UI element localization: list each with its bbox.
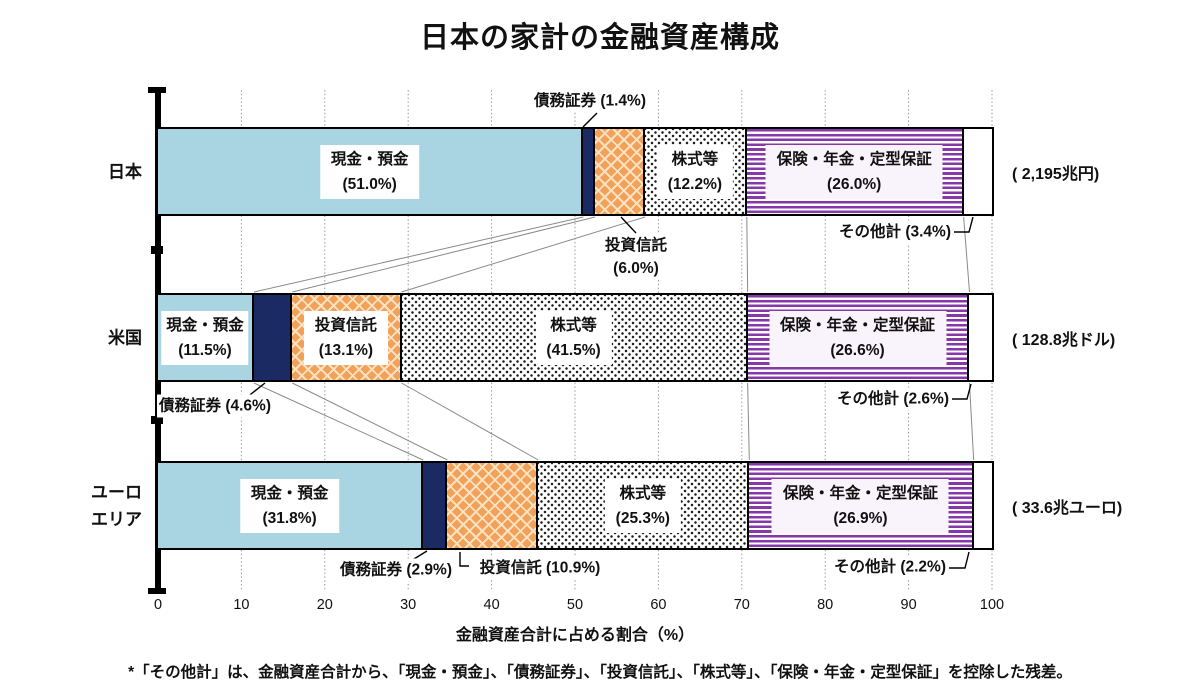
footnote: *「その他計」は、金融資産合計から、「現金・預金」、「債務証券」、「投資信託」、… bbox=[128, 664, 1072, 681]
connector-line bbox=[292, 216, 596, 293]
callout-pointer-line bbox=[408, 550, 428, 563]
callout-pointer-line bbox=[582, 112, 598, 128]
connector-line bbox=[963, 216, 970, 293]
connector-line bbox=[401, 216, 646, 293]
callout-hook-line bbox=[952, 383, 972, 400]
y-axis-tick bbox=[151, 246, 163, 254]
chart-title: 日本の家計の金融資産構成 bbox=[419, 22, 780, 54]
callout-hook-line bbox=[949, 551, 970, 569]
y-axis-bottom-cap bbox=[148, 588, 166, 594]
connector-line bbox=[747, 382, 750, 461]
callout-pointer-line bbox=[620, 216, 637, 234]
y-axis-top-cap bbox=[148, 87, 166, 93]
connector-line bbox=[401, 382, 539, 461]
connector-line bbox=[746, 216, 749, 293]
connector-line bbox=[292, 382, 448, 461]
callout-hook-line bbox=[459, 552, 469, 567]
connector-line bbox=[253, 382, 424, 461]
connector-line bbox=[968, 382, 975, 461]
callout-pointer-line bbox=[245, 382, 266, 399]
callout-hook-line bbox=[954, 216, 974, 233]
connector-line bbox=[253, 216, 584, 293]
y-axis-line bbox=[155, 87, 161, 594]
y-axis-tick bbox=[151, 416, 163, 424]
